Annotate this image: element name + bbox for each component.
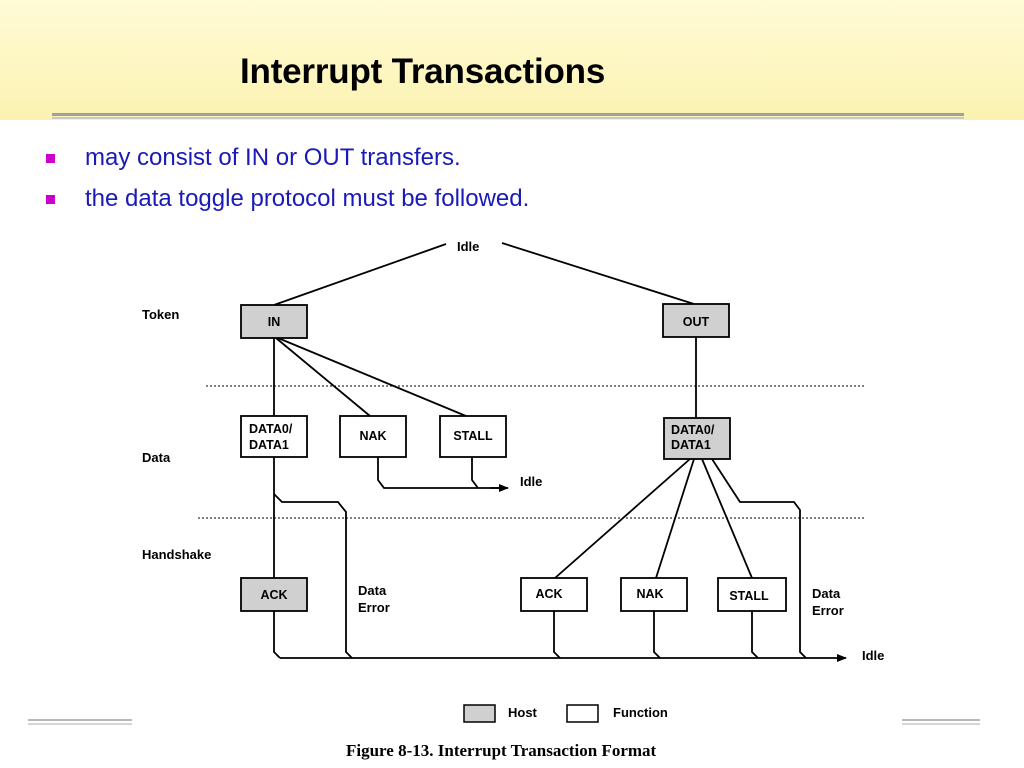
in-stall-label: STALL — [453, 429, 493, 443]
in-token-label: IN — [268, 315, 281, 329]
title-divider-shadow — [52, 117, 964, 119]
in-token-box — [240, 304, 308, 339]
bullet-text: may consist of IN or OUT transfers. — [85, 144, 461, 171]
handshake-row-label: Handshake — [142, 547, 211, 562]
out-ack-to-idle-line — [553, 611, 561, 659]
data-error-left-line2: Error — [358, 600, 390, 615]
out-data-box — [663, 417, 731, 460]
out-data-to-nak-line — [655, 458, 695, 579]
in-to-nak-line — [275, 337, 371, 417]
out-data-label-line1: DATA0/ — [671, 423, 715, 437]
idle-to-out-line — [501, 242, 695, 305]
idle-to-in-line — [273, 243, 447, 306]
data-error-right-line1: Data — [812, 586, 841, 601]
idle-top-label: Idle — [457, 239, 479, 254]
idle-middle-label: Idle — [520, 474, 542, 489]
out-data-to-stall-line — [701, 458, 753, 579]
legend-function-swatch — [566, 704, 599, 723]
in-nak-label: NAK — [359, 429, 386, 443]
out-ack-box — [520, 577, 588, 612]
in-ack-label: ACK — [260, 588, 287, 602]
data-error-left-line1: Data — [358, 583, 387, 598]
out-data-label-line2: DATA1 — [671, 438, 711, 452]
token-row-label: Token — [142, 307, 179, 322]
in-data-box — [240, 415, 308, 458]
in-ack-box — [240, 577, 308, 612]
legend-host-label: Host — [508, 705, 538, 720]
out-nak-box — [620, 577, 688, 612]
in-nak-box — [339, 415, 407, 458]
in-stall-box — [439, 415, 507, 458]
stall-to-idle-line — [471, 457, 479, 489]
in-ack-to-idle-line — [273, 611, 281, 659]
out-token-label: OUT — [683, 315, 710, 329]
out-stall-to-idle-line — [751, 611, 759, 659]
figure-caption: Figure 8-13. Interrupt Transaction Forma… — [346, 741, 657, 760]
square-bullet-icon — [46, 195, 55, 204]
title-band — [0, 0, 1024, 120]
square-bullet-icon — [46, 154, 55, 163]
out-token-box — [662, 303, 730, 338]
in-data-label-line1: DATA0/ — [249, 422, 293, 436]
footer-rule-right-shadow — [902, 723, 980, 725]
footer-rule-left — [28, 719, 132, 721]
out-ack-label: ACK — [535, 587, 562, 601]
idle-bottom-label: Idle — [862, 648, 884, 663]
out-stall-label: STALL — [729, 589, 769, 603]
out-nak-to-idle-line — [653, 611, 661, 659]
out-data-error-line — [711, 458, 807, 659]
legend-function-label: Function — [613, 705, 668, 720]
out-nak-label: NAK — [636, 587, 663, 601]
title-divider — [52, 113, 964, 116]
in-to-stall-line — [277, 337, 467, 417]
in-data-label-line2: DATA1 — [249, 438, 289, 452]
nak-to-idle-line — [377, 457, 500, 489]
slide-title: Interrupt Transactions — [240, 52, 606, 91]
out-data-to-ack-line — [554, 458, 691, 579]
bullet-text: the data toggle protocol must be followe… — [85, 185, 530, 212]
data-error-right-line2: Error — [812, 603, 844, 618]
legend-host-swatch — [463, 704, 496, 723]
in-data-error-line — [273, 493, 353, 659]
footer-rule-right — [902, 719, 980, 721]
data-row-label: Data — [142, 450, 171, 465]
footer-rule-left-shadow — [28, 723, 132, 725]
